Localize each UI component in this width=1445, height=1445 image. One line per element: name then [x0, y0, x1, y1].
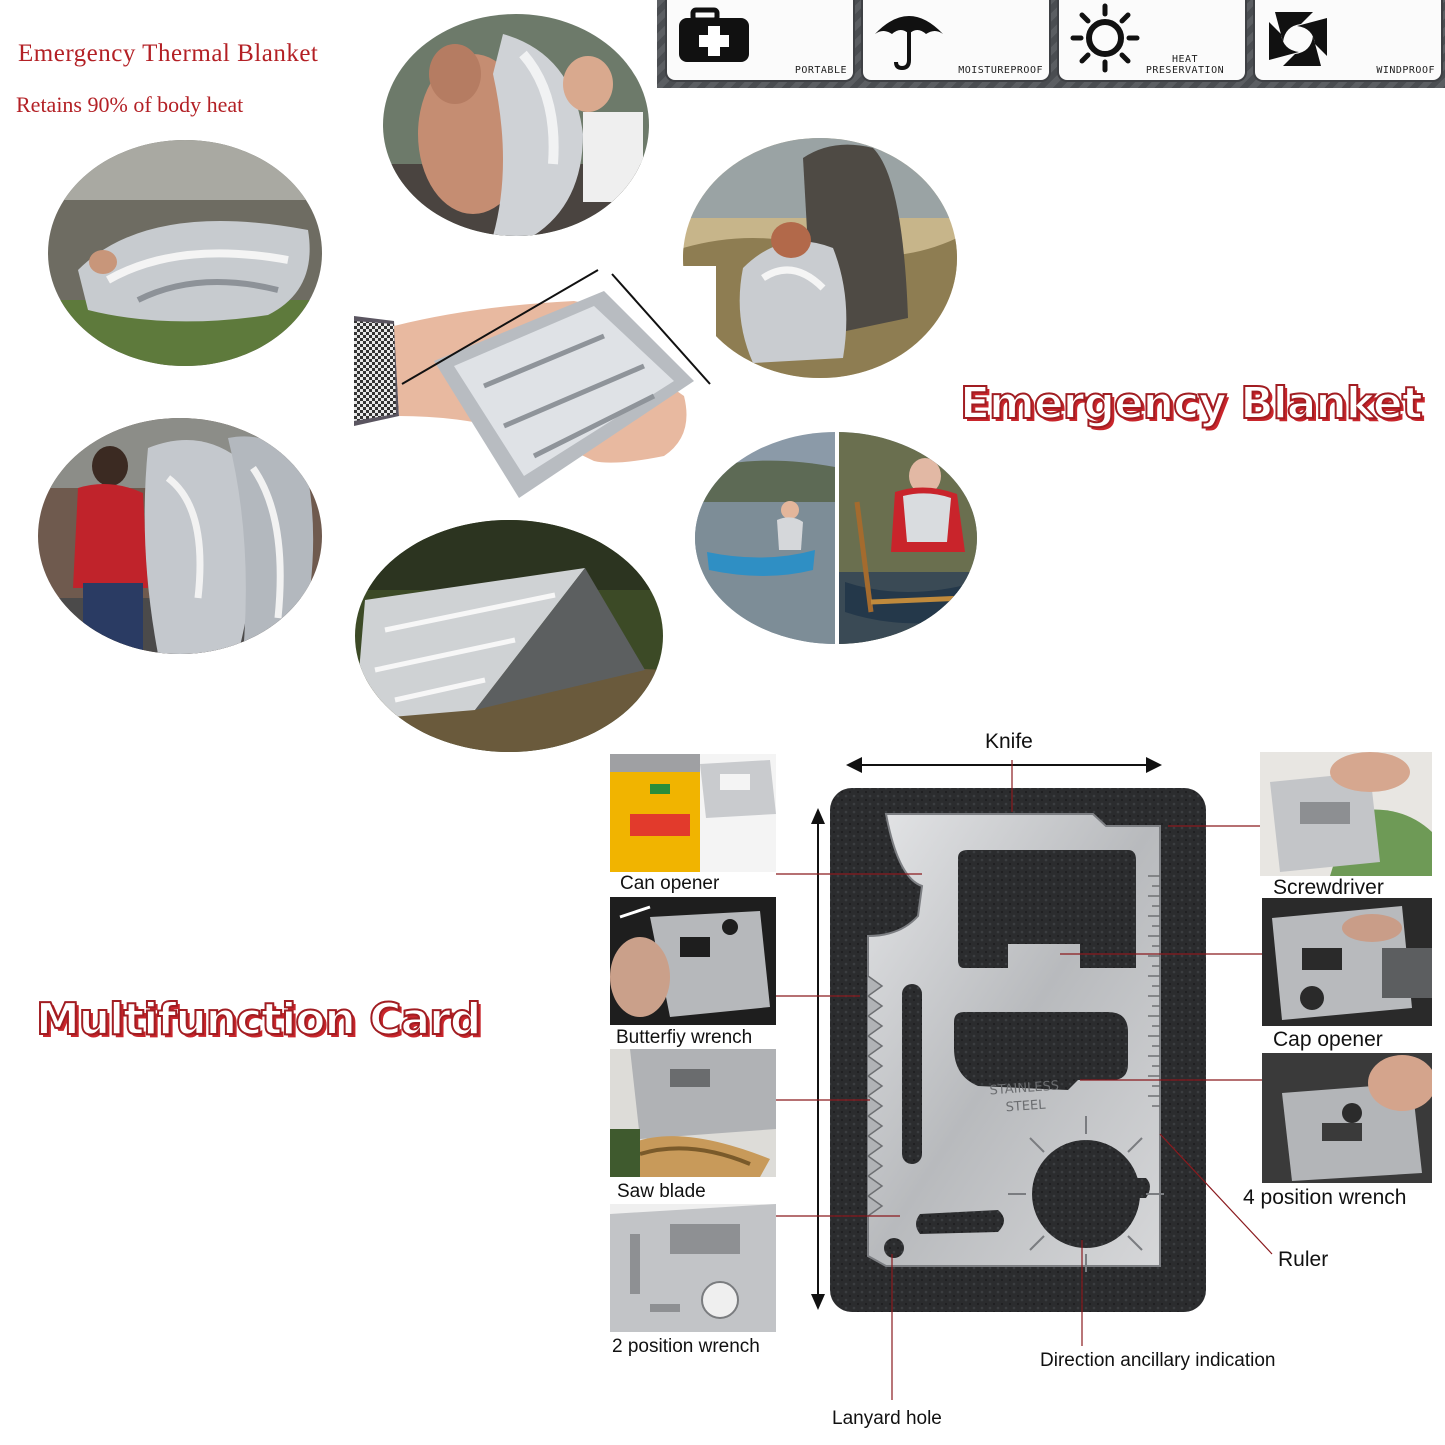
- label-can-opener: Can opener: [620, 873, 720, 894]
- sun-icon: [1070, 3, 1140, 73]
- label-butterfly-wrench: Butterfiy wrench: [616, 1027, 753, 1048]
- first-aid-kit-icon: [679, 7, 749, 62]
- marathon-runners-photo: [383, 14, 649, 236]
- multifunction-card-image: [830, 788, 1206, 1312]
- cap-opener-photo: [1262, 898, 1432, 1026]
- hand-holding-blanket-photo: [354, 266, 716, 500]
- butterfly-wrench-photo: [610, 897, 776, 1025]
- screwdriver-photo: [1260, 752, 1432, 876]
- feature-strip: PORTABLE MOISTUREPROOF HEAT PRESERVATION: [657, 0, 1445, 88]
- height-arrow-icon: [811, 808, 825, 1310]
- feature-tile-heat: HEAT PRESERVATION: [1059, 0, 1245, 80]
- multifunction-card-title: Multifunction Card: [35, 993, 482, 1046]
- wind-icon: [1269, 12, 1327, 66]
- feature-label-moistureproof: MOISTUREPROOF: [958, 65, 1043, 76]
- feature-tile-windproof: WINDPROOF: [1255, 0, 1441, 80]
- feature-label-windproof: WINDPROOF: [1376, 65, 1435, 76]
- thermal-blanket-subheading: Retains 90% of body heat: [16, 92, 244, 117]
- two-position-wrench-photo: [610, 1204, 776, 1332]
- label-cap-opener: Cap opener: [1273, 1028, 1383, 1051]
- hiker-at-rock-photo: [683, 138, 957, 378]
- thermal-blanket-heading: Emergency Thermal Blanket: [18, 40, 319, 67]
- label-four-position-wrench: 4 position wrench: [1243, 1186, 1407, 1209]
- label-two-position-wrench: 2 position wrench: [612, 1336, 760, 1357]
- label-knife: Knife: [985, 730, 1033, 753]
- width-arrow-icon: [846, 757, 1162, 773]
- group-in-blankets-photo: [38, 418, 322, 654]
- umbrella-icon: [875, 16, 943, 71]
- saw-blade-photo: [610, 1049, 776, 1177]
- feature-tile-portable: PORTABLE: [667, 0, 853, 80]
- can-opener-photo: [610, 754, 776, 872]
- label-ruler: Ruler: [1278, 1248, 1329, 1271]
- feature-label-portable: PORTABLE: [794, 65, 847, 76]
- person-under-blanket-photo: [48, 140, 322, 366]
- feature-tile-moistureproof: MOISTUREPROOF: [863, 0, 1049, 80]
- label-saw-blade: Saw blade: [617, 1181, 706, 1202]
- four-position-wrench-photo: [1262, 1053, 1432, 1183]
- feature-label-heat: HEAT PRESERVATION: [1145, 54, 1225, 76]
- emergency-blanket-title: Emergency Blanket: [959, 377, 1424, 430]
- label-lanyard-hole: Lanyard hole: [832, 1408, 942, 1429]
- blanket-tent-photo: [355, 520, 663, 752]
- label-direction-indication: Direction ancillary indication: [1040, 1350, 1276, 1371]
- label-screwdriver: Screwdriver: [1273, 876, 1384, 899]
